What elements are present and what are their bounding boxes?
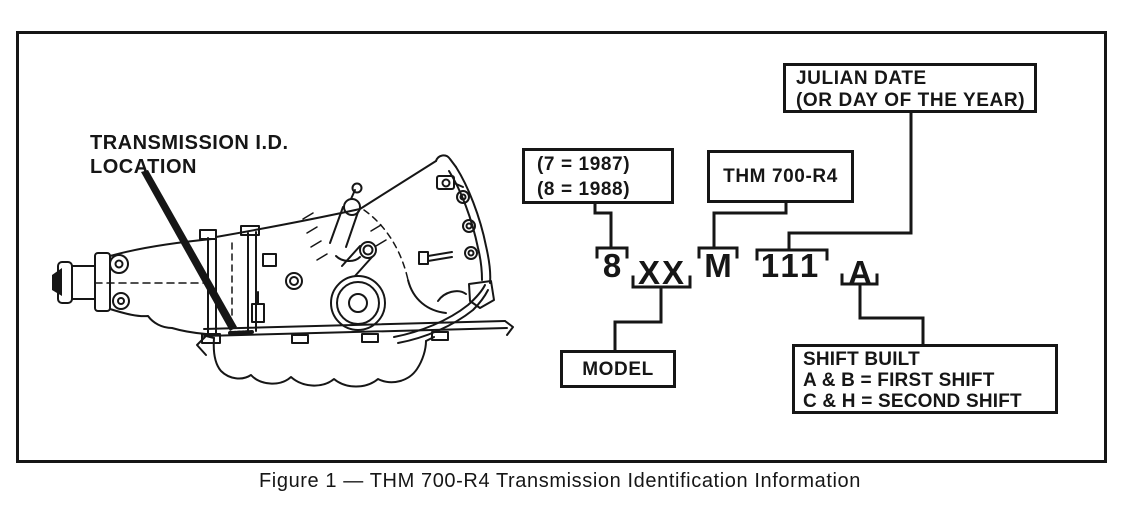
figure-caption: Figure 1 — THM 700-R4 Transmission Ident… xyxy=(258,470,862,492)
transmission-type-label: THM 700-R4 xyxy=(723,166,838,187)
julian-date-line1: JULIAN DATE xyxy=(796,68,927,89)
callout-box-shift-built: SHIFT BUILT A & B = FIRST SHIFT C & H = … xyxy=(792,344,1058,414)
julian-date-line2: (OR DAY OF THE YEAR) xyxy=(796,90,1026,111)
model-label: MODEL xyxy=(582,359,654,380)
code-char-plant: M xyxy=(704,247,732,284)
callout-box-year-codes: (7 = 1987) (8 = 1988) xyxy=(522,148,674,204)
code-char-model: XX xyxy=(637,254,687,291)
callout-box-transmission-type: THM 700-R4 xyxy=(707,150,854,203)
shift-built-line3: C & H = SECOND SHIFT xyxy=(803,391,1022,412)
transmission-id-location-label: TRANSMISSION I.D. LOCATION xyxy=(90,131,289,179)
year-code-line1: (7 = 1987) xyxy=(537,154,631,175)
diagram-frame xyxy=(16,31,1107,463)
code-char-julian-date: 111 xyxy=(760,247,822,284)
callout-box-model: MODEL xyxy=(560,350,676,388)
location-label-line2: LOCATION xyxy=(90,156,197,178)
year-code-line2: (8 = 1988) xyxy=(537,179,631,200)
callout-box-julian-date: JULIAN DATE (OR DAY OF THE YEAR) xyxy=(783,63,1037,113)
shift-built-line2: A & B = FIRST SHIFT xyxy=(803,370,995,391)
code-char-shift: A xyxy=(848,254,872,291)
shift-built-line1: SHIFT BUILT xyxy=(803,349,920,370)
code-char-year: 8 xyxy=(602,247,622,284)
location-label-line1: TRANSMISSION I.D. xyxy=(90,132,289,154)
